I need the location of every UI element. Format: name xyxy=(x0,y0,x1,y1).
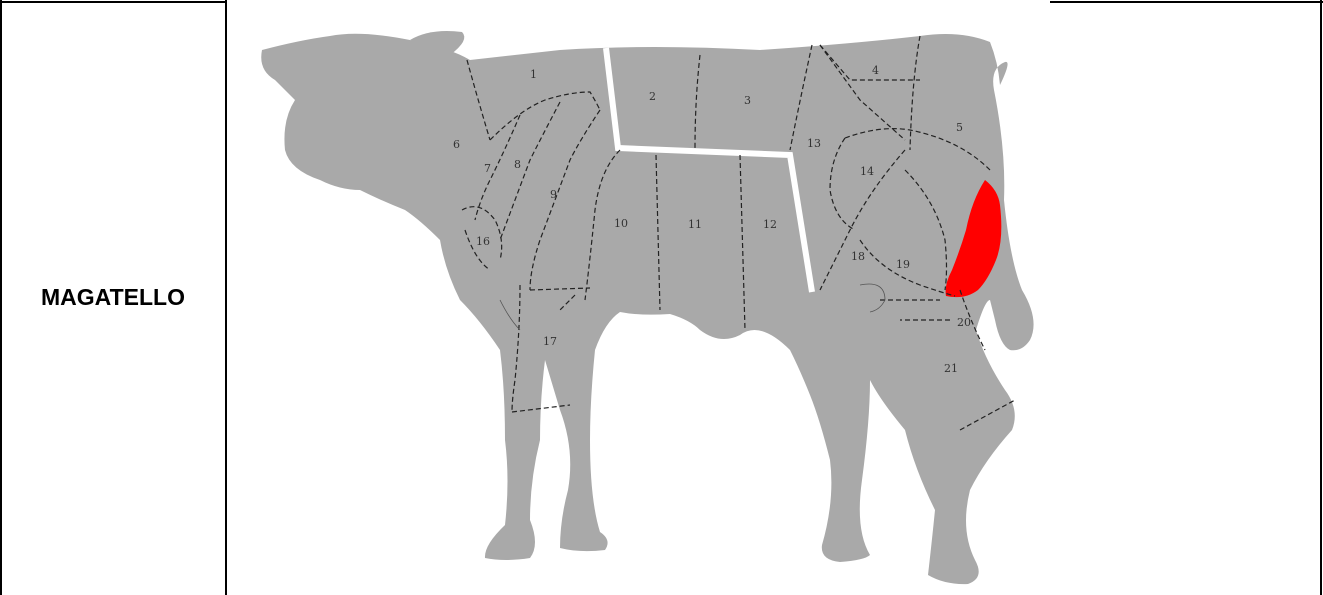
cut-number-17: 17 xyxy=(543,335,557,348)
cut-number-10: 10 xyxy=(614,217,628,230)
cut-number-2: 2 xyxy=(649,90,656,103)
cut-number-5: 5 xyxy=(956,121,963,134)
cut-number-4: 4 xyxy=(872,64,879,77)
cut-number-18: 18 xyxy=(851,250,865,263)
cut-number-7: 7 xyxy=(484,162,491,175)
cut-number-3: 3 xyxy=(744,94,751,107)
cut-number-12: 12 xyxy=(763,218,777,231)
cut-number-16: 16 xyxy=(476,235,490,248)
cut-number-9: 9 xyxy=(550,188,557,201)
cut-number-20: 20 xyxy=(957,316,971,329)
cut-number-8: 8 xyxy=(514,158,521,171)
cut-number-6: 6 xyxy=(453,138,460,151)
cut-name-label: MAGATELLO xyxy=(0,0,226,595)
calf-silhouette-svg: 1 2 3 4 5 6 7 8 9 10 11 12 13 14 16 17 1… xyxy=(227,0,1323,595)
cut-number-21: 21 xyxy=(944,362,958,375)
cut-number-11: 11 xyxy=(688,218,702,231)
cut-number-14: 14 xyxy=(860,165,874,178)
calf-body xyxy=(261,34,1033,584)
cut-number-13: 13 xyxy=(807,137,821,150)
cow-cuts-diagram: 1 2 3 4 5 6 7 8 9 10 11 12 13 14 16 17 1… xyxy=(227,0,1323,595)
cut-number-19: 19 xyxy=(896,258,910,271)
cut-number-1: 1 xyxy=(530,68,537,81)
